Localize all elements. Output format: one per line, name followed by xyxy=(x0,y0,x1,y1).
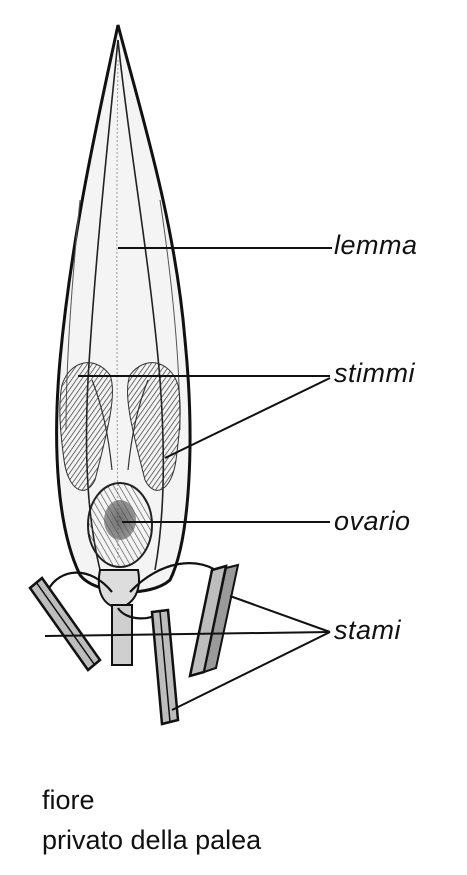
stamen-center xyxy=(152,610,178,724)
stamen-left xyxy=(30,578,100,670)
leader-stami-2 xyxy=(230,596,330,632)
label-stimmi: stimmi xyxy=(334,358,415,389)
leader-stami-1 xyxy=(45,632,330,636)
stamen-right xyxy=(190,565,238,676)
caption-line-2: privato della palea xyxy=(42,825,261,856)
label-ovario: ovario xyxy=(334,506,411,537)
caption-line-1: fiore xyxy=(42,785,95,816)
label-stami: stami xyxy=(334,615,401,646)
ovary-shape xyxy=(88,483,152,567)
label-lemma: lemma xyxy=(334,230,418,261)
